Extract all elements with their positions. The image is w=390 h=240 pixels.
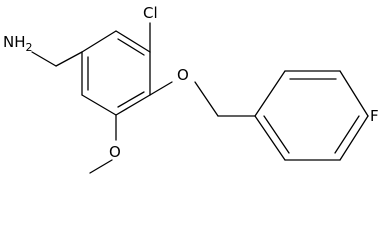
amine-label: NH2 (3, 33, 33, 54)
ring-1-bond-c6-c1 (81, 30, 117, 53)
amine-subscript: 2 (26, 41, 33, 54)
ring-2-double-bond-3 (263, 115, 290, 154)
chlorine-label: Cl (143, 4, 158, 22)
ring-2-bond-c6-c1 (254, 115, 286, 161)
ring-2-bond-c1-c2 (254, 70, 286, 117)
amine-text: NH (3, 33, 26, 51)
bond-ch2-to-n (31, 51, 57, 67)
ring-1-double-bond-2 (117, 91, 145, 108)
bond-methoxy-o-to-ch3 (89, 159, 113, 174)
ether-oxygen-label: O (177, 66, 189, 84)
fluorine-label: F (370, 107, 379, 125)
ring-1 (81, 30, 151, 116)
bond-ether-o-to-ch2 (194, 81, 219, 117)
ring-2-bond-c3-c4 (339, 70, 369, 117)
bond-ring-to-ch2 (55, 51, 83, 67)
ring-2-bond-c4-c5 (339, 115, 369, 161)
structure-canvas: NH2 Cl O O F (3, 4, 379, 174)
molecule-structure: NH2 Cl O O F (3, 4, 379, 174)
ring-2-double-bond-2 (334, 115, 360, 154)
methoxy-oxygen-label: O (109, 143, 121, 161)
ring-1-bond-c4-c5 (81, 94, 117, 116)
ring-1-bond-c3-c4 (115, 94, 151, 116)
ring-2 (254, 70, 369, 161)
ring-1-double-bond-1 (117, 38, 145, 56)
ring-1-bond-c1-c2 (115, 30, 151, 53)
bond-ring-to-ether-o (149, 81, 173, 96)
